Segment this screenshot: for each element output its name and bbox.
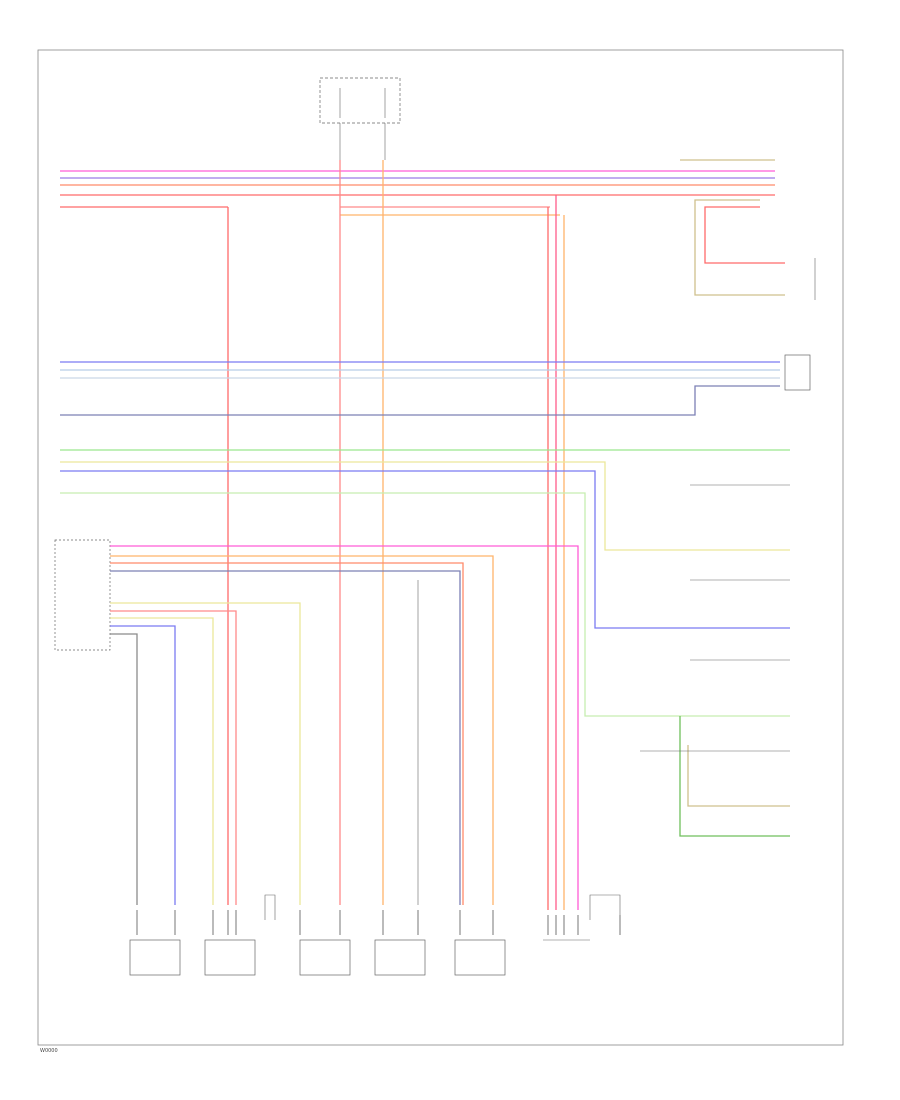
mid-wires	[60, 354, 811, 416]
diagram-code: W0000	[40, 1048, 58, 1054]
bottom-pin-marks	[136, 910, 621, 935]
vertical-wires	[227, 160, 565, 910]
left-connector-wires	[54, 539, 579, 910]
diagram-frame	[37, 49, 844, 1046]
lower-right-loops	[640, 716, 790, 837]
power-distribution-box	[319, 77, 401, 160]
right-top-loops	[694, 199, 816, 300]
top-bus-wires	[60, 159, 775, 216]
bottom-components	[129, 894, 621, 976]
sensor-wires	[60, 449, 790, 717]
